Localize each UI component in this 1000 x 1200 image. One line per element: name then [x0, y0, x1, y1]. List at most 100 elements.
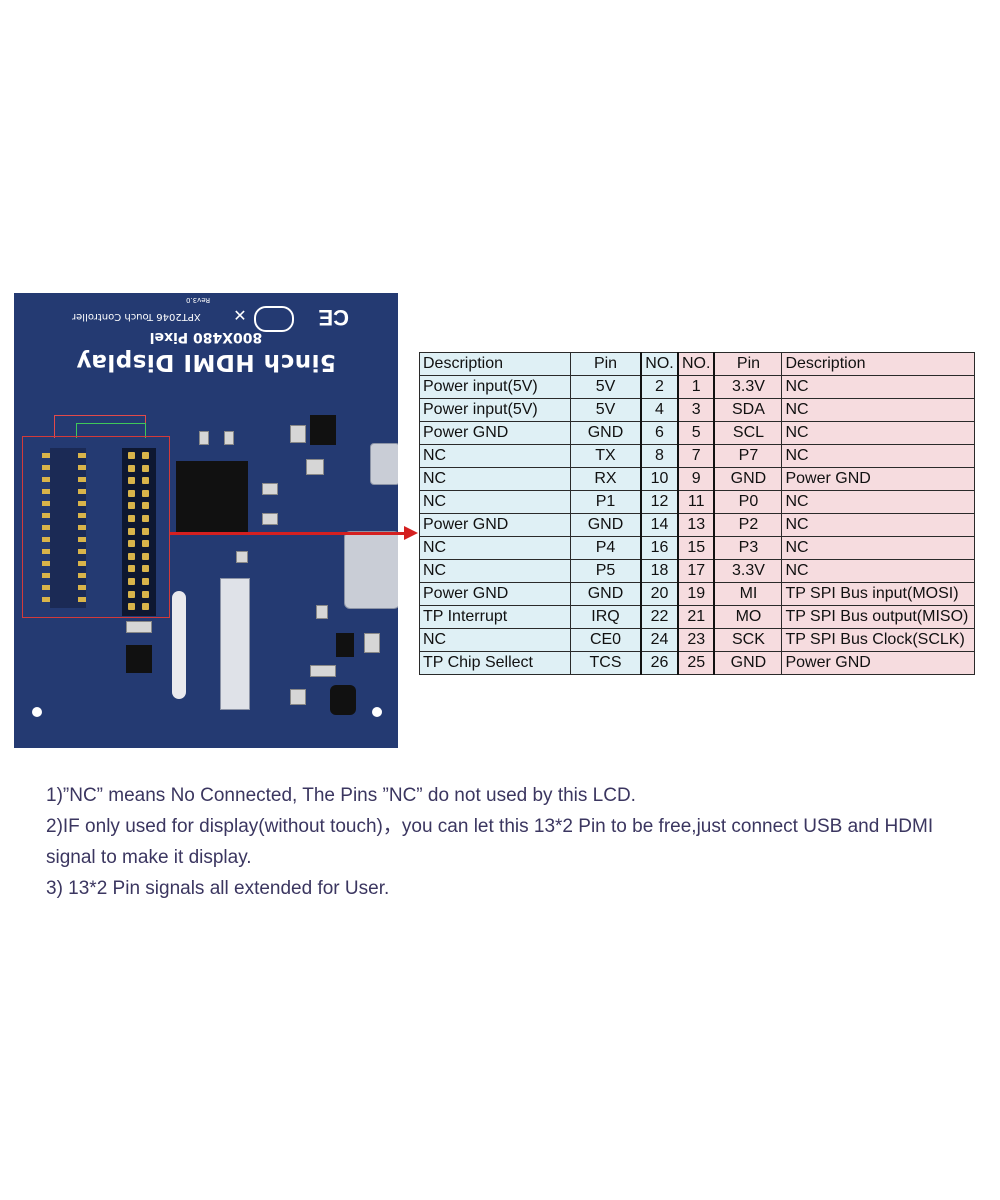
header-right-no: NO.	[676, 352, 716, 376]
cell-right-pin: P3	[713, 536, 783, 560]
cell-right-pin: SCL	[713, 421, 783, 445]
cell-right-description: NC	[781, 559, 976, 583]
cell-right-description: TP SPI Bus Clock(SCLK)	[781, 628, 976, 652]
cell-left-pin: P1	[570, 490, 642, 514]
gpio-pin	[128, 477, 135, 485]
gpio-pin	[128, 590, 135, 598]
cell-left-description: NC	[419, 490, 571, 514]
cell-left-description: Power input(5V)	[419, 375, 571, 399]
gpio-pad	[42, 477, 50, 482]
cell-right-pin: SDA	[713, 398, 783, 422]
gpio-pad	[78, 585, 86, 590]
gpio-pin	[128, 565, 135, 573]
smd-component	[224, 431, 234, 445]
cell-left-description: Power GND	[419, 582, 571, 606]
cell-left-no: 12	[640, 490, 679, 514]
cell-left-no: 10	[640, 467, 679, 491]
note-1: 1)”NC” means No Connected, The Pins ”NC”…	[46, 785, 636, 806]
cell-right-no: 1	[676, 375, 716, 399]
smd-component	[306, 459, 324, 475]
gpio-pad	[42, 537, 50, 542]
hdmi-connector	[344, 531, 398, 609]
gpio-pin	[142, 578, 149, 585]
cell-left-description: TP Chip Sellect	[419, 651, 571, 675]
smd-component	[199, 431, 209, 445]
header-left-description: Description	[419, 352, 571, 376]
cell-left-description: Power GND	[419, 513, 571, 537]
cell-left-description: NC	[419, 444, 571, 468]
gpio-pad	[42, 513, 50, 518]
cell-left-pin: TCS	[570, 651, 642, 675]
cell-right-pin: P0	[713, 490, 783, 514]
mounting-hole	[32, 707, 42, 717]
cell-left-no: 4	[640, 398, 679, 422]
gpio-pad	[42, 585, 50, 590]
gpio-pad	[78, 525, 86, 530]
cell-right-pin: 3.3V	[713, 375, 783, 399]
mounting-slot	[172, 591, 186, 699]
cell-left-description: NC	[419, 536, 571, 560]
smd-component	[364, 633, 380, 653]
gpio-pad	[78, 597, 86, 602]
cell-right-description: NC	[781, 398, 976, 422]
gpio-header-highlight	[22, 436, 170, 618]
gpio-pad	[42, 597, 50, 602]
arrow-head-icon	[404, 526, 418, 540]
cell-left-no: 6	[640, 421, 679, 445]
cell-left-no: 26	[640, 651, 679, 675]
cell-left-pin: GND	[570, 582, 642, 606]
gpio-pin	[142, 452, 149, 459]
gpio-pin	[142, 565, 149, 573]
cell-right-description: NC	[781, 536, 976, 560]
cell-right-no: 9	[676, 467, 716, 491]
gpio-pad	[42, 573, 50, 578]
smd-component	[316, 605, 328, 619]
cell-right-pin: 3.3V	[713, 559, 783, 583]
gpio-pin	[128, 489, 135, 497]
cell-right-no: 15	[676, 536, 716, 560]
cell-right-pin: P7	[713, 444, 783, 468]
cell-left-description: Power GND	[419, 421, 571, 445]
gpio-pin	[142, 515, 149, 522]
cell-left-description: NC	[419, 467, 571, 491]
gpio-pin	[128, 502, 135, 510]
gpio-pad	[78, 537, 86, 542]
cell-left-no: 18	[640, 559, 679, 583]
cell-left-pin: IRQ	[570, 605, 642, 629]
header-right-pin: Pin	[713, 352, 783, 376]
gpio-pin	[142, 527, 149, 535]
smd-component	[290, 425, 306, 443]
cell-left-description: NC	[419, 559, 571, 583]
regulator-chip	[310, 415, 336, 445]
gpio-pad	[42, 549, 50, 554]
pcb-board-image: Rev3.0 XPT2046 Touch Controller CE ✕ 800…	[14, 293, 398, 748]
gpio-pin	[128, 540, 135, 548]
cell-left-pin: RX	[570, 467, 642, 491]
cell-left-no: 14	[640, 513, 679, 537]
weee-bin-icon: ✕	[233, 308, 247, 325]
gpio-pin	[142, 502, 149, 510]
cell-right-no: 21	[676, 605, 716, 629]
cell-right-pin: P2	[713, 513, 783, 537]
gpio-pin	[128, 578, 135, 585]
gpio-pad	[78, 513, 86, 518]
header-left-pin: Pin	[570, 352, 642, 376]
cell-left-description: NC	[419, 628, 571, 652]
header-right-description: Description	[781, 352, 976, 376]
cell-right-description: Power GND	[781, 467, 976, 491]
gpio-pin-table: Description Pin NO. NO. Pin Description …	[419, 352, 976, 675]
cell-right-pin: GND	[713, 651, 783, 675]
smd-component	[126, 621, 152, 633]
gpio-header-13x2	[122, 448, 156, 616]
note-3: 3) 13*2 Pin signals all extended for Use…	[46, 878, 390, 899]
gpio-pad	[42, 561, 50, 566]
smd-component	[290, 689, 306, 705]
